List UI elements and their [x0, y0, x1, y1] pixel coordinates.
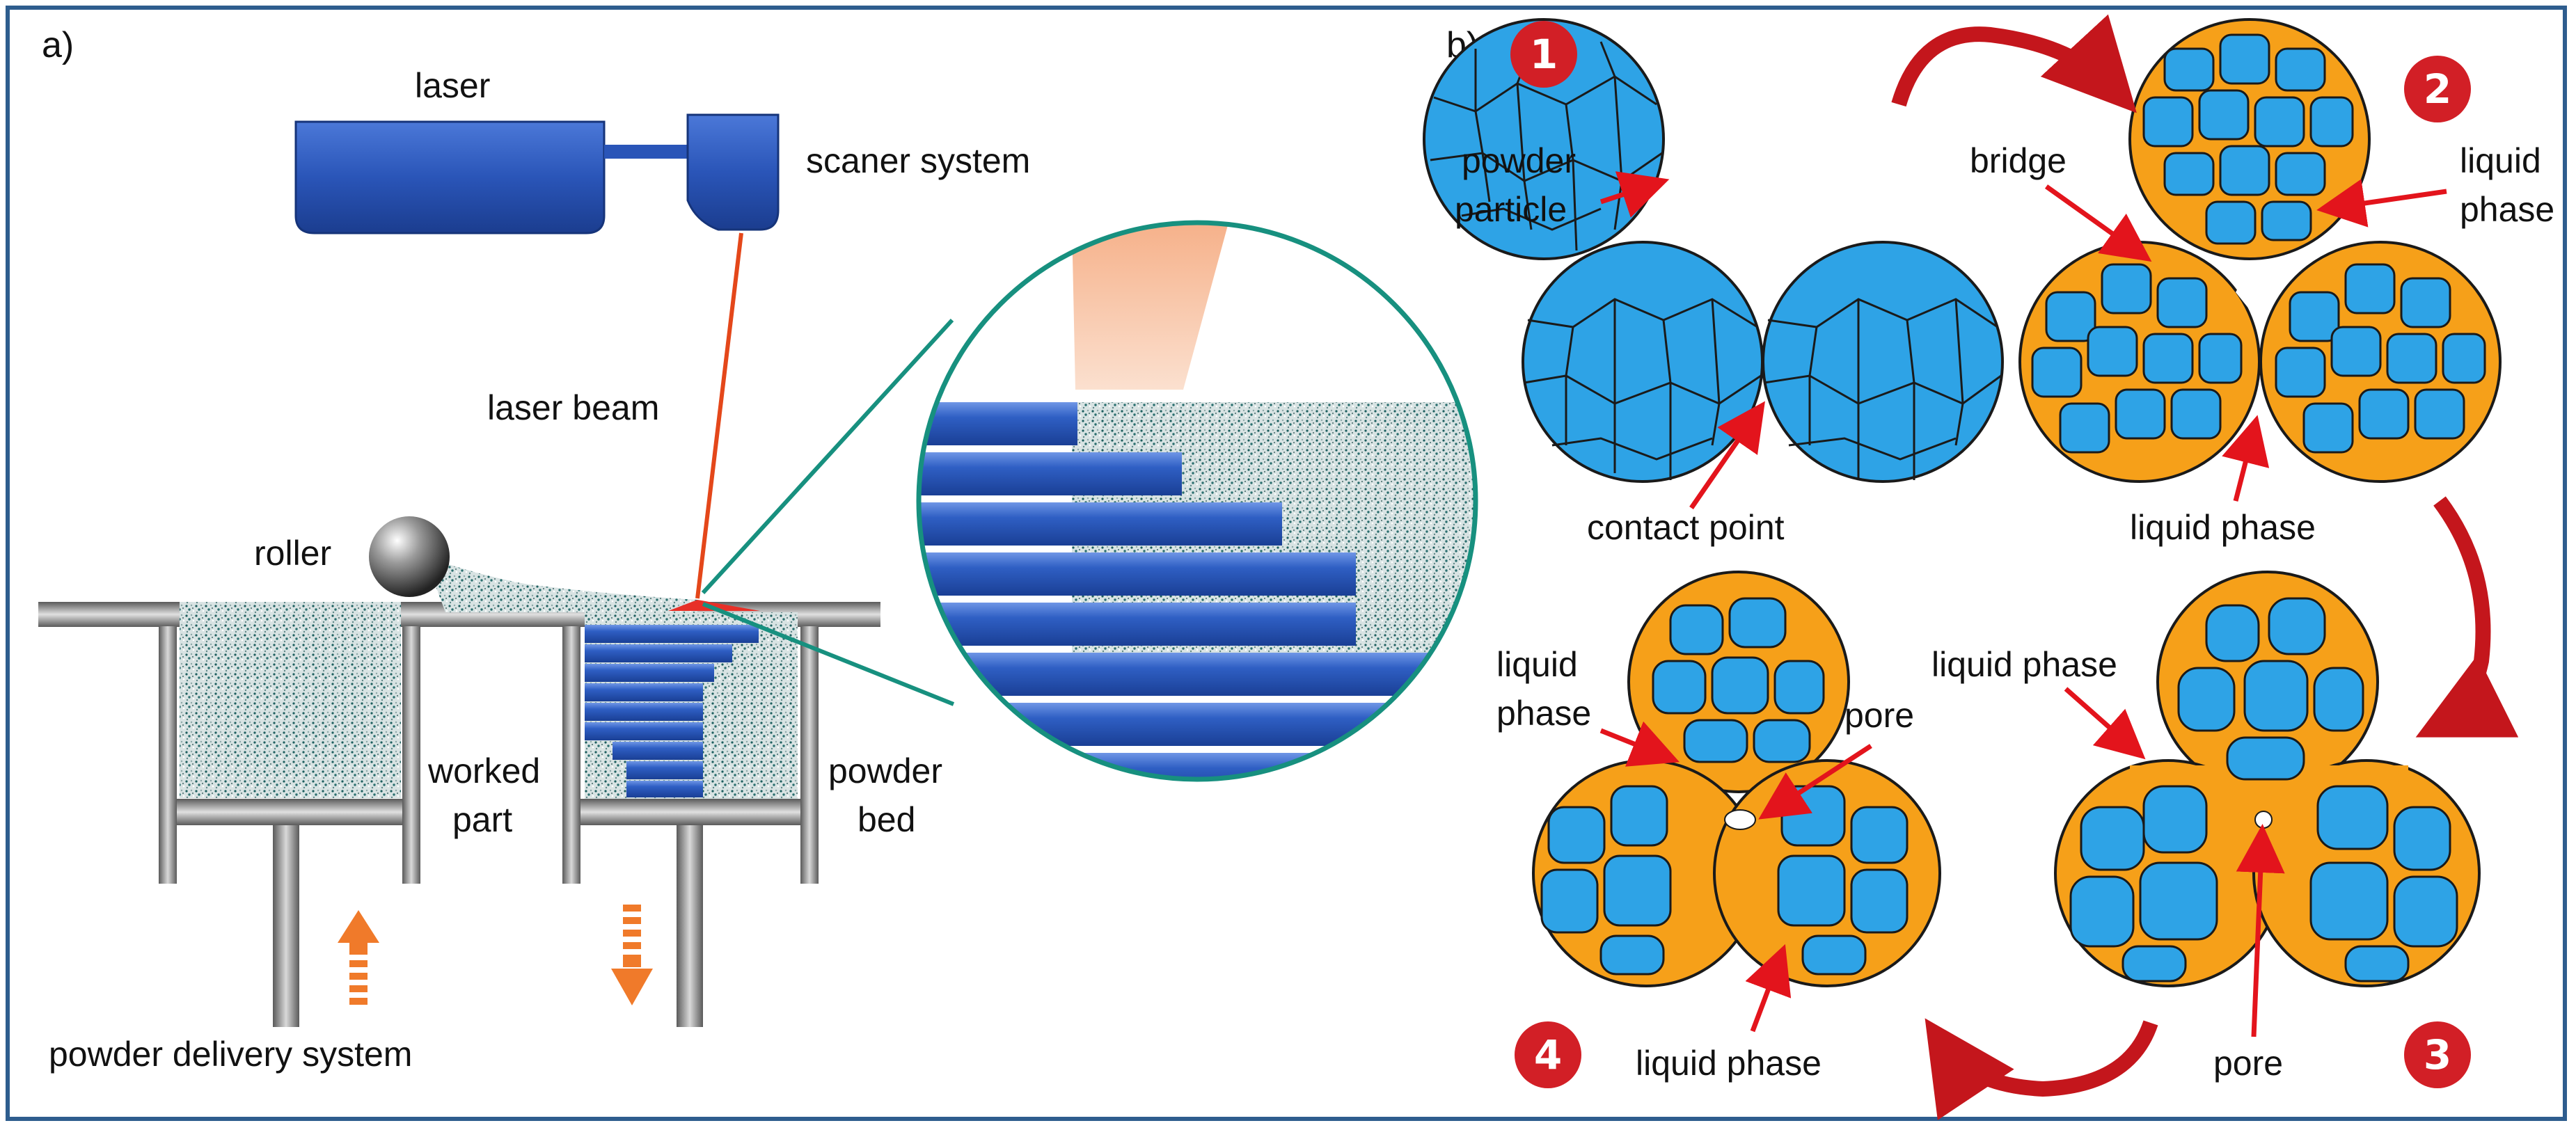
liquid-phase-bottom-label-4: liquid phase — [1636, 1044, 1822, 1083]
powder-particle-label-2: particle — [1455, 190, 1567, 229]
cycle-arrow-2-to-3 — [2415, 496, 2519, 738]
panel-a: a) laser scaner system laser beam roller — [38, 25, 1478, 1074]
worked-part-label-2: part — [452, 800, 512, 839]
step4-particles — [1532, 571, 1941, 987]
liquid-phase-top-arrow — [2316, 179, 2447, 228]
step1-number: 1 — [1530, 31, 1558, 78]
delivery-piston — [177, 799, 402, 825]
delivery-wall-right — [402, 626, 420, 884]
scanner-label: scaner system — [806, 141, 1030, 180]
step4-badge — [1515, 1021, 1581, 1088]
liquid-phase-bottom-arrow-2 — [2222, 415, 2270, 502]
powder-bed-label-1: powder — [828, 751, 942, 790]
powder-bed-label-2: bed — [858, 800, 915, 839]
cycle-arrow-1-to-2 — [1891, 14, 2137, 113]
build-wall-right — [800, 626, 819, 884]
step3-badge — [2404, 1021, 2471, 1088]
step1-badge — [1510, 21, 1577, 88]
laser-beam-label: laser beam — [487, 388, 659, 427]
melt-zone — [668, 600, 760, 611]
liquid-phase-left-label-2: phase — [1496, 694, 1591, 733]
zoom-view — [919, 223, 1476, 779]
roller — [369, 516, 450, 597]
down-arrow-icon — [611, 905, 653, 1005]
zoom-laser-beam — [1072, 223, 1228, 390]
step1-particles — [1423, 18, 2004, 483]
zoom-line-bottom — [702, 602, 955, 706]
worked-part — [585, 625, 759, 797]
roller-label: roller — [254, 534, 331, 573]
build-wall-left — [562, 626, 580, 884]
step2-number: 2 — [2424, 65, 2451, 113]
pore-label-4: pore — [1844, 696, 1914, 735]
panel-a-label: a) — [42, 25, 74, 65]
step3-particles — [2054, 571, 2481, 987]
pore-label-3: pore — [2213, 1044, 2283, 1083]
liquid-phase-label-3: liquid phase — [1931, 645, 2117, 684]
bridge-label: bridge — [1970, 141, 2067, 180]
liquid-phase-arrow-3 — [2064, 687, 2146, 760]
liquid-phase-left-arrow-4 — [1599, 721, 1680, 767]
step4-number: 4 — [1534, 1031, 1562, 1079]
bridge-arrow — [2044, 184, 2152, 262]
pore-arrow-3 — [2236, 824, 2285, 1037]
zoom-line-top — [701, 318, 954, 595]
laser-label: laser — [415, 66, 490, 105]
powder-spread — [425, 557, 697, 612]
delivery-piston-rod — [273, 825, 299, 1027]
cycle-arrow-3-to-4 — [1925, 1018, 2158, 1120]
powder-delivery-chamber — [180, 602, 401, 798]
laser-beam — [695, 232, 743, 599]
delivery-wall-left — [159, 626, 177, 884]
worked-part-label-1: worked — [427, 751, 540, 790]
zoom-circle — [916, 220, 1478, 782]
pore-arrow-4 — [1758, 744, 1872, 820]
liquid-phase-top-label-1: liquid — [2460, 141, 2541, 180]
build-piston-rod — [677, 825, 703, 1027]
powder-particle-arrow — [1599, 171, 1670, 218]
contact-point-label: contact point — [1587, 508, 1785, 547]
liquid-phase-bottom-label-2: liquid phase — [2130, 508, 2316, 547]
panel-b: b) — [1423, 14, 2554, 1120]
step2-particles — [2018, 18, 2502, 483]
powder-delivery-label: powder delivery system — [49, 1035, 412, 1074]
liquid-phase-left-label-1: liquid — [1496, 645, 1578, 684]
laser-unit — [294, 113, 780, 234]
liquid-phase-bottom-arrow-4 — [1745, 944, 1792, 1033]
up-arrow-icon — [338, 910, 379, 1005]
step2-badge — [2404, 56, 2471, 122]
step3-number: 3 — [2424, 1031, 2451, 1079]
contact-point-arrow — [1689, 401, 1765, 509]
build-piston — [580, 799, 800, 825]
powder-particle-label-1: powder — [1462, 141, 1576, 180]
liquid-phase-top-label-2: phase — [2460, 190, 2554, 229]
